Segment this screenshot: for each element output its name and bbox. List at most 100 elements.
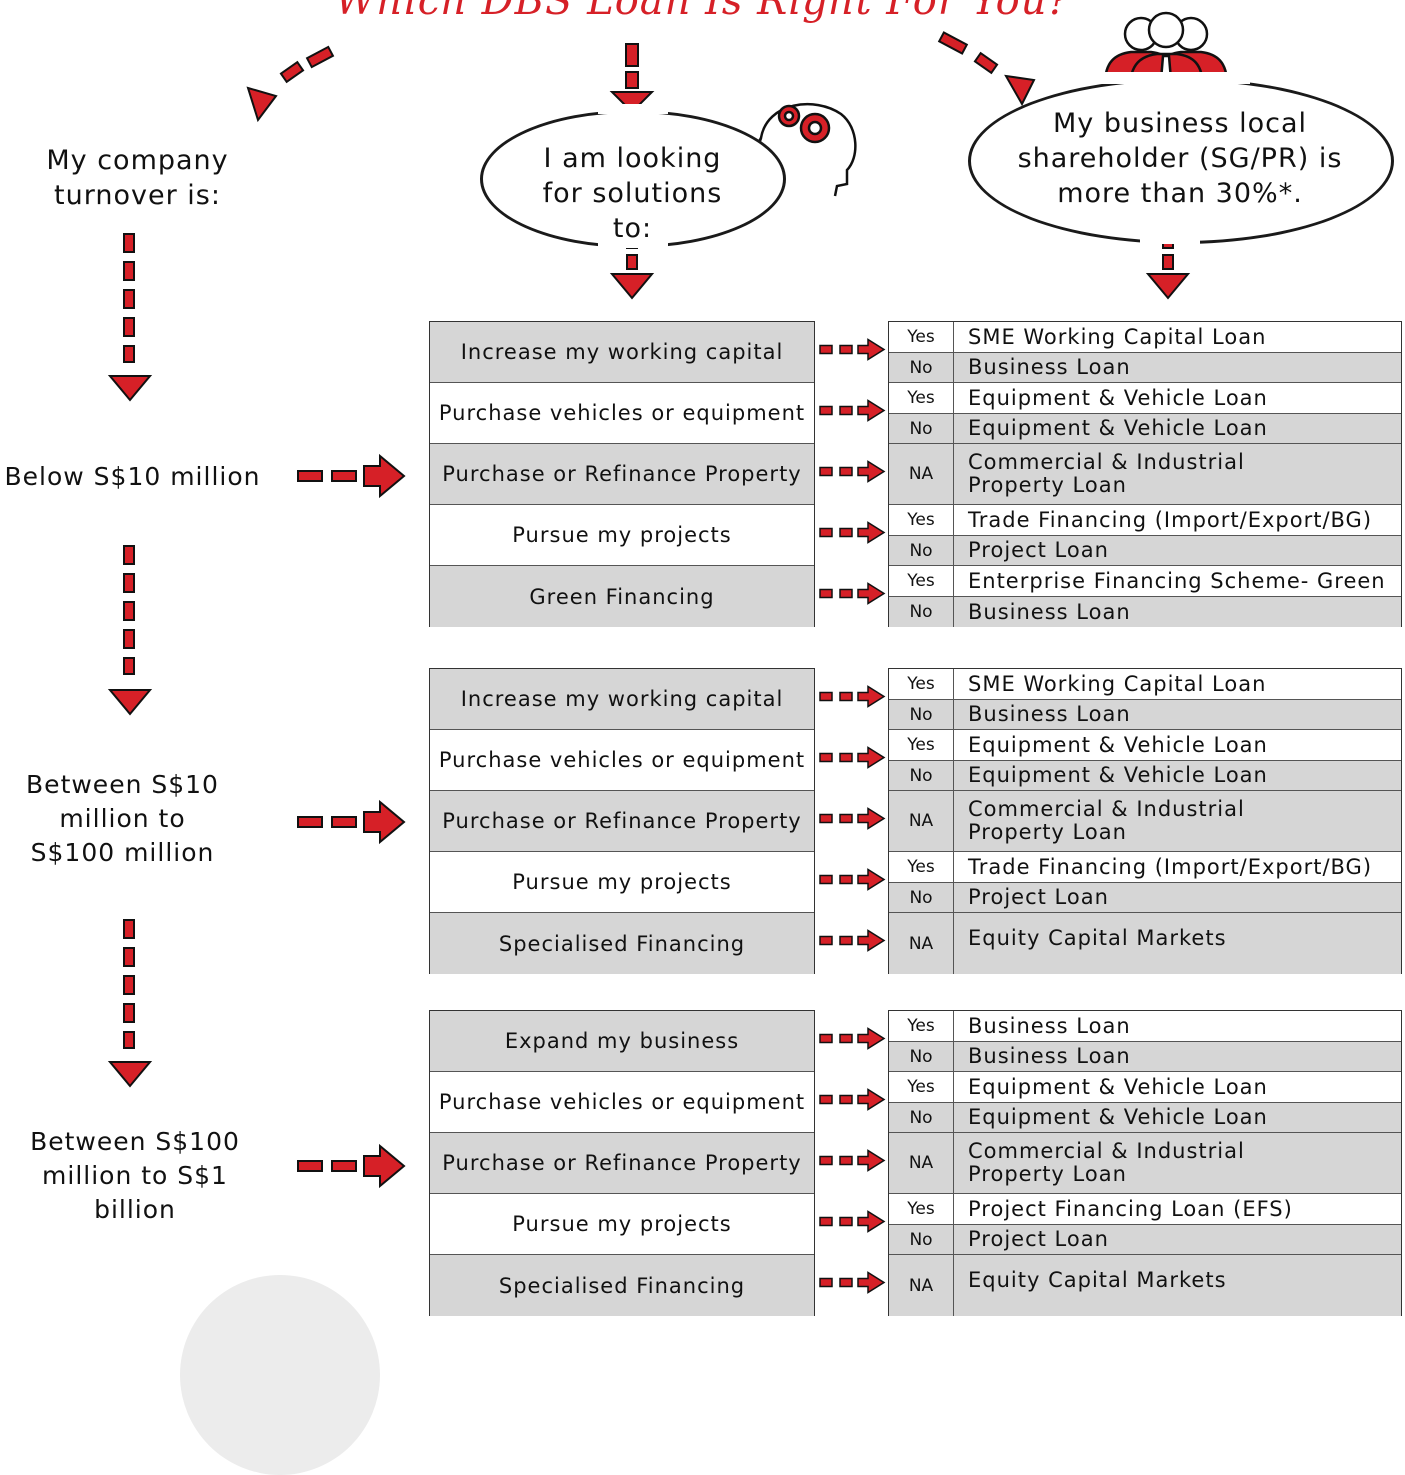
- product-name: Equipment & Vehicle Loan: [968, 385, 1268, 410]
- eligibility-flag: Yes: [889, 1011, 954, 1041]
- purpose-row: Purchase vehicles or equipment: [430, 730, 814, 791]
- product-name: Equipment & Vehicle Loan: [968, 732, 1268, 757]
- purpose-row: Pursue my projects: [430, 1194, 814, 1255]
- eligibility-flag: No: [889, 353, 954, 382]
- product-name: Business Loan: [968, 355, 1131, 379]
- eligibility-flag: NA: [889, 1133, 954, 1193]
- eligibility-flag: Yes: [889, 730, 954, 760]
- product-name: Equipment & Vehicle Loan: [968, 1105, 1268, 1129]
- shareholder-bubble: [968, 78, 1394, 244]
- solutions-bubble: [480, 110, 786, 248]
- purpose-row: Purchase or Refinance Property: [430, 1133, 814, 1194]
- purpose-row: Green Financing: [430, 566, 814, 627]
- product-name: Project Loan: [968, 538, 1109, 562]
- product-name: Equipment & Vehicle Loan: [968, 763, 1268, 787]
- eligibility-flag: No: [889, 1042, 954, 1071]
- arrow-to-solutions: [609, 43, 655, 114]
- eligibility-flag: Yes: [889, 383, 954, 413]
- row-arrow: [819, 582, 886, 605]
- row-arrow: [819, 1149, 886, 1172]
- eligibility-flag: No: [889, 597, 954, 627]
- product-name: Equipment & Vehicle Loan: [968, 1074, 1268, 1099]
- product-row: No Business Loan: [889, 353, 1401, 383]
- product-name: Equity Capital Markets: [968, 1268, 1227, 1292]
- eligibility-flag: No: [889, 414, 954, 443]
- product-row: Yes Equipment & Vehicle Loan: [889, 383, 1401, 414]
- product-row: No Business Loan: [889, 597, 1401, 627]
- purpose-row: Purchase or Refinance Property: [430, 444, 814, 505]
- row-arrow: [819, 929, 886, 952]
- product-name: Project Loan: [968, 885, 1109, 909]
- product-name: Project Financing Loan (EFS): [968, 1196, 1293, 1221]
- eligibility-flag: No: [889, 1103, 954, 1132]
- product-row: NA Commercial & Industrial Property Loan: [889, 1133, 1401, 1194]
- arrow-tier-2: [297, 799, 406, 845]
- eligibility-flag: NA: [889, 791, 954, 851]
- arrow-turnover-1: [107, 233, 153, 402]
- row-arrow: [819, 807, 886, 830]
- product-name: Commercial & Industrial Property Loan: [968, 450, 1245, 497]
- eligibility-flag: No: [889, 536, 954, 565]
- row-arrows: [819, 338, 886, 1294]
- tier-label-3: Between S$100 million to S$1 billion: [30, 1127, 240, 1224]
- product-name: SME Working Capital Loan: [968, 324, 1267, 349]
- eligibility-flag: Yes: [889, 1194, 954, 1224]
- product-name: Project Loan: [968, 1227, 1109, 1251]
- eligibility-flag: Yes: [889, 1072, 954, 1102]
- shareholder-heading: My business local shareholder (SG/PR) is…: [1017, 108, 1343, 209]
- product-name: Business Loan: [968, 1044, 1131, 1068]
- eligibility-flag: NA: [889, 913, 954, 974]
- arrow-to-shareholder: [937, 31, 1036, 107]
- product-name: Equipment & Vehicle Loan: [968, 416, 1268, 440]
- eligibility-flag: No: [889, 761, 954, 790]
- purpose-row: Purchase or Refinance Property: [430, 791, 814, 852]
- eligibility-flag: NA: [889, 444, 954, 504]
- arrow-tier-1: [297, 453, 406, 499]
- product-name: Commercial & Industrial Property Loan: [968, 1139, 1245, 1186]
- product-name: Equity Capital Markets: [968, 926, 1227, 950]
- product-row: No Business Loan: [889, 1042, 1401, 1072]
- product-name: SME Working Capital Loan: [968, 671, 1267, 696]
- solutions-heading: I am looking for solutions to:: [542, 143, 723, 244]
- purpose-row: Specialised Financing: [430, 913, 814, 974]
- row-arrow: [819, 746, 886, 769]
- product-row: Yes Equipment & Vehicle Loan: [889, 730, 1401, 761]
- turnover-heading: My company turnover is:: [46, 145, 229, 211]
- eligibility-flag: Yes: [889, 322, 954, 352]
- row-arrow: [819, 399, 886, 422]
- row-arrow: [819, 1271, 886, 1294]
- row-arrow: [819, 1088, 886, 1111]
- product-name: Commercial & Industrial Property Loan: [968, 797, 1245, 844]
- tier-label-1: Below S$10 million: [4, 462, 261, 491]
- arrow-turnover-2: [107, 545, 153, 716]
- arrow-to-turnover: [246, 45, 335, 123]
- row-arrow: [819, 1210, 886, 1233]
- row-arrow: [819, 521, 886, 544]
- product-row: No Equipment & Vehicle Loan: [889, 1103, 1401, 1133]
- product-row: Yes Project Financing Loan (EFS): [889, 1194, 1401, 1225]
- product-name: Business Loan: [968, 599, 1131, 624]
- eligibility-flag: No: [889, 700, 954, 729]
- purpose-row: Increase my working capital: [430, 322, 814, 383]
- eligibility-flag: Yes: [889, 852, 954, 882]
- arrow-tier-3: [297, 1143, 406, 1189]
- product-name: Business Loan: [968, 1013, 1131, 1038]
- page-title: Which DBS Loan Is Right For You?: [335, 0, 1070, 24]
- arrow-turnover-3: [107, 919, 153, 1088]
- tier-label-2: Between S$10 million to S$100 million: [26, 770, 219, 867]
- product-row: Yes Business Loan: [889, 1011, 1401, 1042]
- purpose-row: Pursue my projects: [430, 505, 814, 566]
- product-name: Trade Financing (Import/Export/BG): [968, 854, 1373, 879]
